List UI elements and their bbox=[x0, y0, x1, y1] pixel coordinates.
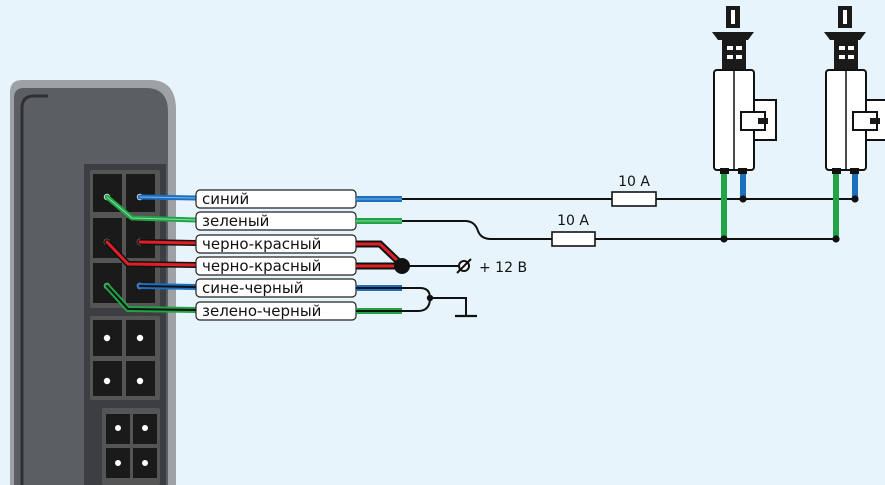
connector-middle bbox=[90, 316, 160, 400]
ground-junction-dot bbox=[426, 294, 434, 302]
wire-labels: синий зеленый черно-красный черно-красны… bbox=[195, 189, 357, 321]
connector-lower bbox=[102, 408, 160, 485]
power-label: + 12 В bbox=[479, 260, 527, 276]
fuse-1-label: 10 А bbox=[618, 174, 650, 190]
power-junction-dot bbox=[394, 258, 410, 274]
fuse-2: 10 А bbox=[551, 213, 596, 247]
wire-label-black-red-2: черно-красный bbox=[195, 256, 357, 276]
wire-label-blue: синий bbox=[195, 189, 357, 209]
wire-tails bbox=[356, 196, 405, 314]
fuse-1: 10 А bbox=[611, 174, 657, 207]
wire-label-green-black: зелено-черный bbox=[195, 301, 357, 321]
wire-label-green-text: зеленый bbox=[202, 212, 269, 230]
control-module bbox=[10, 80, 176, 485]
wire-label-blue-black-text: сине-черный bbox=[202, 279, 303, 297]
wire-label-blue-text: синий bbox=[202, 190, 249, 208]
wire-label-black-red-1-text: черно-красный bbox=[202, 235, 321, 253]
wire-leads bbox=[104, 194, 199, 313]
wire-label-green-black-text: зелено-черный bbox=[202, 302, 321, 320]
wire-label-black-red-1: черно-красный bbox=[195, 234, 357, 254]
fuse-2-label: 10 А bbox=[557, 213, 589, 229]
door-lock-actuator-1 bbox=[712, 6, 777, 243]
door-lock-actuator-2 bbox=[824, 6, 885, 243]
wire-label-blue-black: сине-черный bbox=[195, 278, 357, 298]
power-terminal-symbol bbox=[456, 258, 472, 274]
circuit-lines bbox=[402, 198, 855, 316]
wire-label-black-red-2-text: черно-красный bbox=[202, 257, 321, 275]
wire-label-green: зеленый bbox=[195, 211, 357, 231]
